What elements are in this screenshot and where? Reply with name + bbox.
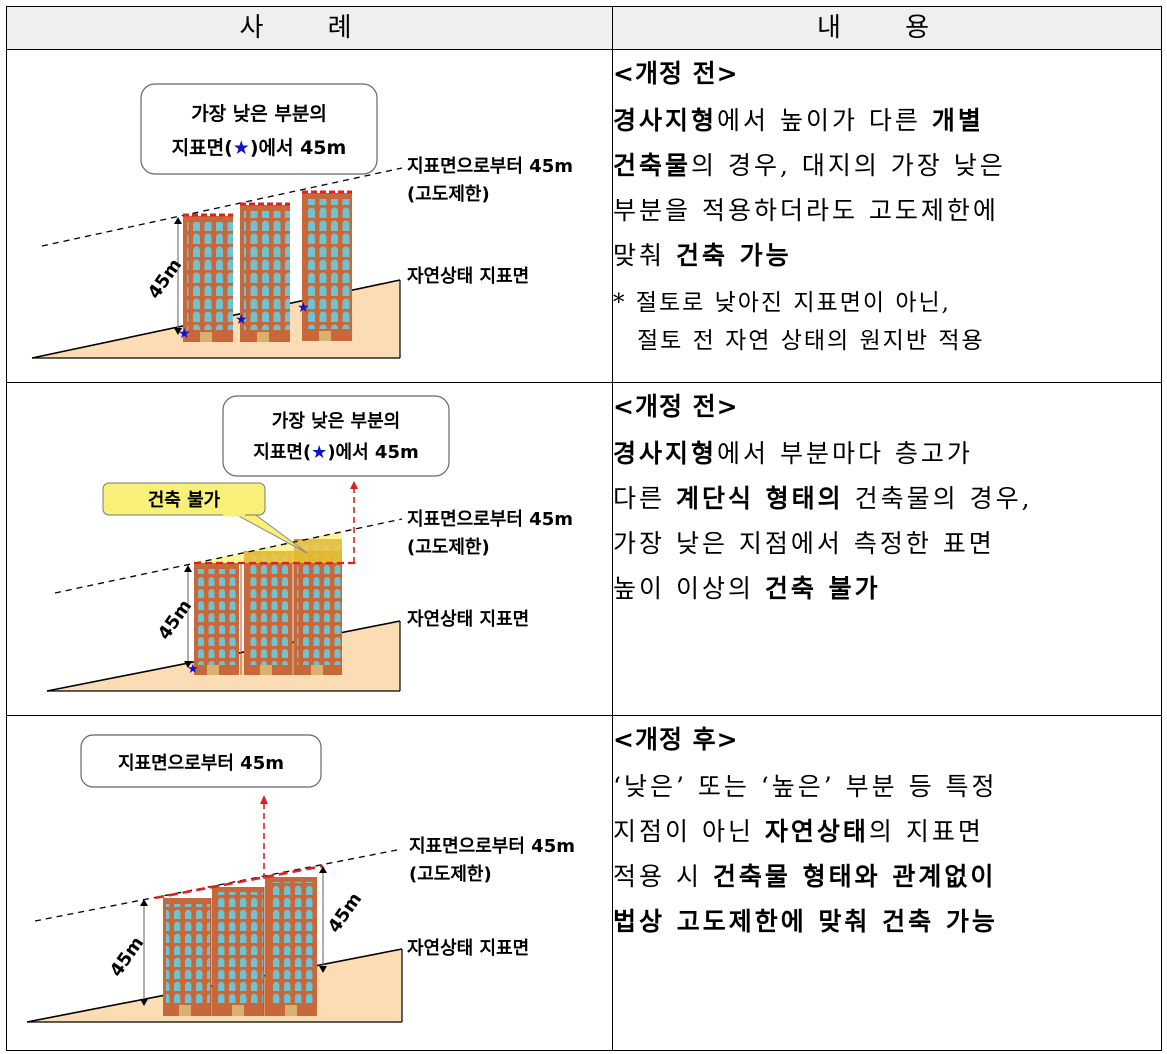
content-line: ‘낮은’ 또는 ‘높은’ 부분 등 특정 [613, 772, 998, 801]
content-line: 부분을 적용하더라도 고도제한에 [613, 196, 999, 225]
star-icon: ★ [297, 300, 310, 316]
content-line: 경사지형에서 높이가 다른 개별 [613, 106, 984, 135]
header-content: 내 용 [612, 6, 1162, 50]
content-heading: <개정 전> [613, 392, 739, 421]
limit-label-sub: (고도제한) [407, 184, 490, 205]
header-row: 사 례 내 용 [6, 6, 1162, 50]
stepped-building [194, 531, 342, 675]
row-before-stepped: 가장 낮은 부분의 지표면(★)에서 45m 자연상태 지표면 [6, 382, 1162, 716]
footnote-line1: * 절토로 낮아진 지표면이 아닌, [613, 290, 951, 316]
diagram-individual-buildings: 가장 낮은 부분의 지표면(★)에서 45m 지표면으로부터 45m (고도제한… [31, 83, 573, 359]
content-heading: <개정 전> [613, 59, 739, 88]
content-cell-3: <개정 후> ‘낮은’ 또는 ‘높은’ 부분 등 특정 지점이 아닌 자연상태의… [612, 715, 1162, 1051]
content-line: 맞춰 건축 가능 [613, 241, 792, 270]
building-1 [183, 213, 233, 342]
content-line: 적용 시 건축물 형태와 관계없이 [613, 862, 997, 891]
warning-label: 건축 불가 [148, 490, 221, 511]
limit-label-sub: (고도제한) [407, 537, 490, 558]
limit-label-sub: (고도제한) [409, 864, 492, 885]
callout-box [222, 395, 450, 477]
warning-callout: 건축 불가 [102, 482, 308, 554]
row-after: 지표면으로부터 45m 자연상태 지표면 [6, 715, 1162, 1051]
height-limit-line [34, 848, 403, 922]
callout-line1: 가장 낮은 부분의 [272, 411, 400, 432]
star-icon: ★ [233, 137, 250, 159]
diagram-after-revision: 지표면으로부터 45m 자연상태 지표면 [26, 734, 575, 1023]
dimension-label-right: 45m [324, 889, 366, 937]
callout-text: 지표면으로부터 45m [118, 753, 284, 774]
star-icon: ★ [311, 442, 327, 463]
ground-label: 자연상태 지표면 [407, 938, 529, 959]
star-icon: ★ [178, 326, 191, 342]
ground-label: 자연상태 지표면 [407, 266, 529, 287]
content-cell-1: <개정 전> 경사지형에서 높이가 다른 개별 건축물의 경우, 대지의 가장 … [612, 49, 1162, 383]
limit-label: 지표면으로부터 45m [407, 509, 573, 530]
content-line: 법상 고도제한에 맞춰 건축 가능 [613, 907, 998, 936]
dimension-label: 45m [154, 596, 196, 644]
callout-line1: 가장 낮은 부분의 [191, 103, 327, 125]
figure-cell-3: 지표면으로부터 45m 자연상태 지표면 [6, 715, 613, 1051]
row-before-individual: 가장 낮은 부분의 지표면(★)에서 45m 지표면으로부터 45m (고도제한… [6, 49, 1162, 383]
callout-box [140, 83, 378, 175]
red-limit-line [154, 864, 324, 900]
figure-cell-1: 가장 낮은 부분의 지표면(★)에서 45m 지표면으로부터 45m (고도제한… [6, 49, 613, 383]
limit-label: 지표면으로부터 45m [407, 156, 573, 177]
star-icon: ★ [187, 662, 199, 677]
content-line: 가장 낮은 지점에서 측정한 표면 [613, 529, 995, 558]
callout-line2: 지표면(★)에서 45m [253, 442, 418, 463]
footnote-line2: 절토 전 자연 상태의 원지반 적용 [637, 328, 985, 354]
content-line: 지점이 아닌 자연상태의 지표면 [613, 817, 984, 846]
footnote: * 절토로 낮아진 지표면이 아닌, 절토 전 자연 상태의 원지반 적용 [613, 284, 1161, 360]
figure-cell-2: 가장 낮은 부분의 지표면(★)에서 45m 자연상태 지표면 [6, 382, 613, 716]
content-heading: <개정 후> [613, 725, 739, 754]
content-line: 건축물의 경우, 대지의 가장 낮은 [613, 151, 1006, 180]
dimension-label: 45m [144, 255, 186, 303]
stepped-building [163, 877, 317, 1016]
star-icon: ★ [235, 312, 248, 328]
height-limit-line [54, 518, 403, 594]
content-line: 경사지형에서 부분마다 층고가 [613, 439, 973, 468]
header-case: 사 례 [6, 6, 613, 50]
comparison-table: 사 례 내 용 가장 낮은 부분의 지표면(★)에서 45m 지표면으로부터 4… [6, 6, 1162, 1051]
ground-label: 자연상태 지표면 [407, 609, 529, 630]
building-3 [302, 190, 352, 341]
dimension-label-left: 45m [106, 933, 148, 981]
content-line: 다른 계단식 형태의 건축물의 경우, [613, 484, 1033, 513]
content-line: 높이 이상의 건축 불가 [613, 574, 881, 603]
limit-label: 지표면으로부터 45m [409, 836, 575, 857]
building-2 [240, 202, 290, 342]
callout-box [80, 734, 322, 788]
content-cell-2: <개정 전> 경사지형에서 부분마다 층고가 다른 계단식 형태의 건축물의 경… [612, 382, 1162, 716]
diagram-stepped-building: 가장 낮은 부분의 지표면(★)에서 45m 자연상태 지표면 [46, 395, 573, 692]
callout-line2: 지표면(★)에서 45m [172, 137, 347, 159]
